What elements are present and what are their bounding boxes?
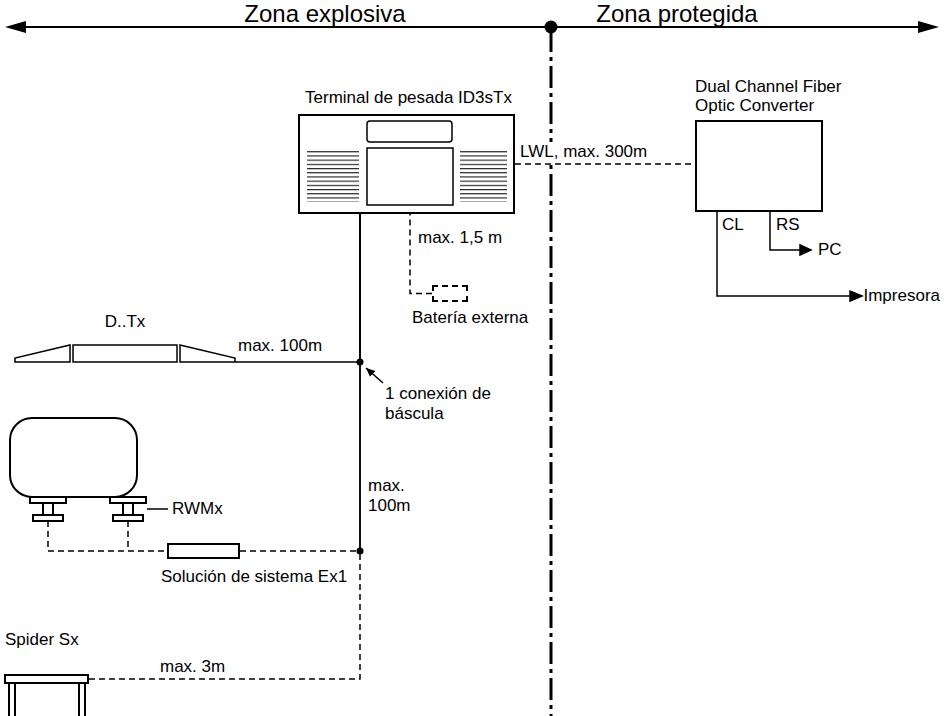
node-heading: Batería externa	[412, 308, 528, 328]
port-name: RS	[776, 215, 800, 235]
leader-arrow	[366, 368, 383, 383]
zone-title: Zona explosiva	[244, 0, 405, 28]
terminal-box: Terminal de pesada ID3sTx	[298, 114, 515, 214]
zone-divider	[550, 30, 553, 716]
spider-node: Spider Sx	[5, 672, 89, 712]
cable-length: max. 100m	[238, 336, 322, 356]
cable-connector	[235, 214, 360, 362]
battery-box: Batería externa	[432, 285, 468, 302]
node-heading: D..Tx	[105, 312, 146, 332]
cable-segment	[89, 551, 360, 679]
zone-title: Zona protegida	[596, 0, 757, 28]
part-name: RWMx	[172, 499, 223, 519]
terminal-front	[307, 121, 507, 205]
cable-length: LWL, max. 300m	[518, 142, 649, 162]
cable-connector	[515, 164, 695, 165]
floor-scale-node: D..Tx	[15, 338, 235, 362]
cable-connector	[240, 214, 360, 551]
device-name: Impresora	[863, 286, 940, 306]
leader-line	[147, 508, 168, 510]
cable-segment	[515, 163, 695, 165]
node-heading: Terminal de pesada ID3sTx	[305, 88, 512, 108]
node-heading: Spider Sx	[5, 630, 79, 650]
cable-connector	[89, 214, 360, 679]
zone-arrow	[5, 21, 939, 34]
cable-length: max. 100m	[368, 476, 416, 515]
callout-note: 1 conexión de báscula	[385, 384, 499, 423]
device-name: PC	[818, 240, 842, 260]
cable-segment	[235, 214, 360, 362]
converter-box: Dual Channel Fiber Optic Converter	[695, 120, 823, 212]
cable-segment	[410, 214, 432, 294]
tank	[10, 418, 146, 521]
cable-length: max. 1,5 m	[418, 228, 502, 248]
cable-connector	[410, 214, 432, 294]
port-name: CL	[722, 215, 744, 235]
cable-segment	[359, 214, 361, 551]
cable-segment	[359, 214, 361, 551]
system-box: Solución de sistema Ex1	[167, 543, 240, 559]
spider-scale	[5, 675, 88, 716]
cable-length: max. 3m	[160, 657, 225, 677]
cable-segment	[240, 550, 360, 552]
node-heading: Solución de sistema Ex1	[161, 567, 347, 587]
floor-scale	[15, 345, 235, 362]
load-cell-wire	[48, 521, 167, 551]
node-heading: Dual Channel Fiber Optic Converter	[695, 77, 873, 116]
converter-outputs	[717, 212, 862, 301]
